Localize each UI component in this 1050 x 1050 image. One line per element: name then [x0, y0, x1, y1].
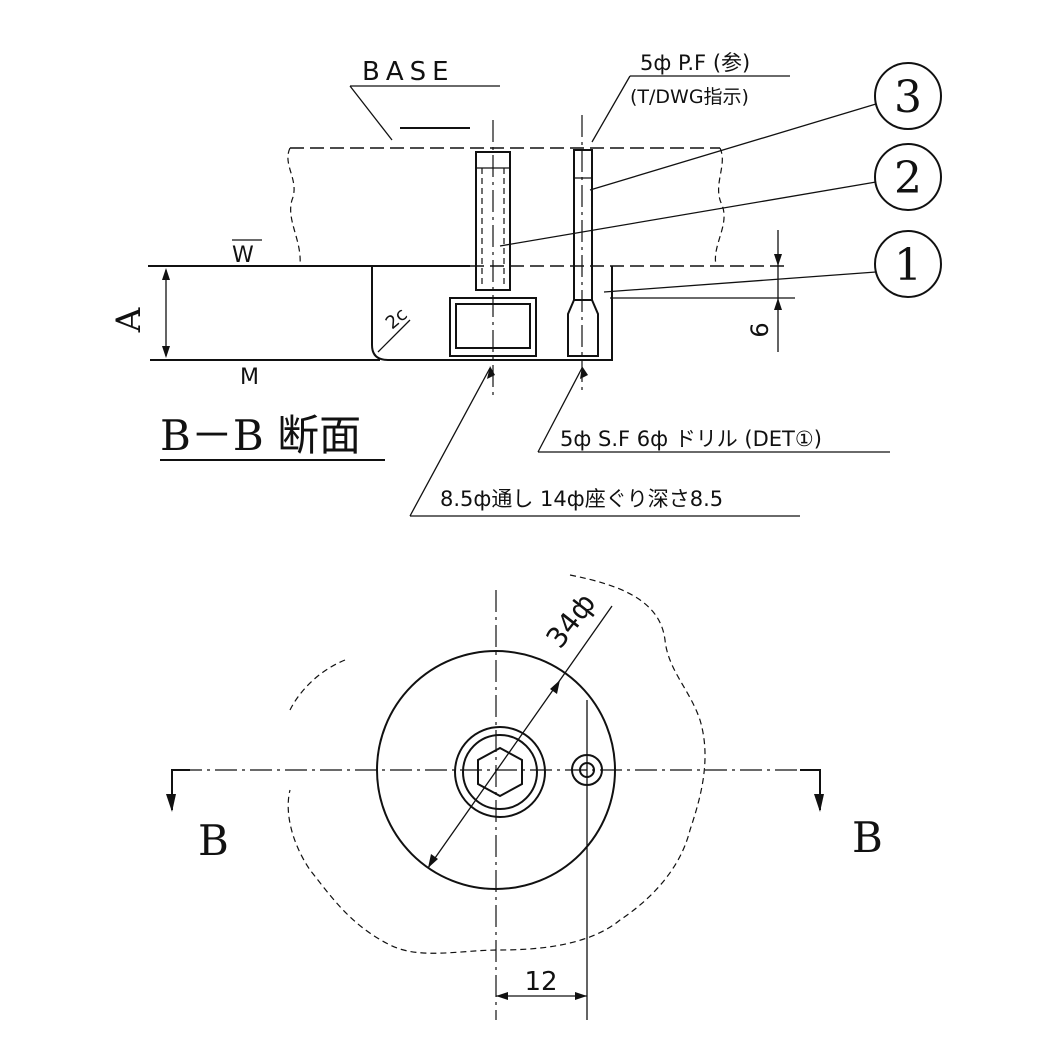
bolt-shank	[475, 151, 511, 291]
section-mark-left-arrow	[166, 794, 176, 812]
base-circle	[376, 650, 616, 890]
base-leader	[349, 85, 393, 141]
part-outline	[287, 574, 706, 954]
plan-view: B B 34ф 12	[166, 574, 883, 1020]
bolt-head-circle	[462, 734, 538, 810]
part-outline-fragment	[289, 659, 346, 711]
base-label: BASE	[362, 57, 455, 87]
balloon-3-label: 3	[894, 72, 922, 123]
pin-spec-leader	[591, 75, 631, 143]
bolt-head	[455, 303, 531, 349]
balloon-3-leader	[589, 103, 877, 191]
section-mark-left: B	[198, 816, 229, 865]
counterbore-circle	[454, 726, 546, 818]
depth-arrows	[774, 254, 782, 310]
hex-socket	[477, 746, 523, 798]
balloon-1-label: 1	[894, 240, 922, 291]
a-label: A	[109, 307, 149, 333]
base-right-break	[714, 147, 725, 266]
pin-inner-circle	[579, 762, 595, 778]
balloon-2-leader	[499, 181, 877, 247]
diameter-label: 34ф	[540, 587, 603, 654]
drill-note-arrow	[580, 366, 588, 379]
pin-spec-line1: 5ф P.F (参)	[640, 51, 750, 75]
drill-note-leader	[537, 367, 583, 453]
plate-body	[371, 266, 613, 361]
bolt-head-counterbore	[449, 297, 537, 357]
depth-label: 6	[746, 322, 774, 337]
balloon-1-leader	[603, 271, 877, 293]
balloon-1	[874, 230, 942, 298]
diameter-dim-line	[427, 605, 613, 869]
chamfer-leader	[377, 319, 411, 353]
section-mark-right: B	[852, 813, 883, 862]
dowel-pin	[567, 115, 599, 395]
spacing-label: 12	[524, 967, 557, 997]
pin-outer-circle	[571, 754, 603, 786]
cap-bolt	[449, 120, 537, 395]
section-mark-left-line	[171, 769, 190, 810]
balloon-2-label: 2	[894, 153, 922, 204]
balloon-2	[874, 143, 942, 211]
drill-note: 5ф S.F 6ф ドリル (DET①)	[560, 427, 822, 451]
balloon-3	[874, 62, 942, 130]
w-label: W	[232, 243, 254, 268]
section-view: BASE 5ф P.F (参) (T/DWG指示) W M A 2c	[109, 51, 942, 517]
base-left-break	[287, 147, 301, 266]
pin-spec-line2: (T/DWG指示)	[630, 86, 749, 108]
hole-note: 8.5ф通し 14ф座ぐり深さ8.5	[440, 487, 723, 511]
hole-note-leader	[409, 367, 491, 517]
section-mark-right-line	[800, 769, 821, 810]
hole-note-arrow	[487, 366, 495, 379]
pin-body	[573, 149, 593, 301]
drill-hole	[567, 299, 599, 357]
section-mark-right-arrow	[814, 794, 824, 812]
m-label: M	[240, 365, 259, 390]
chamfer-label: 2c	[382, 304, 412, 334]
section-title: B－B 断面	[160, 411, 361, 460]
